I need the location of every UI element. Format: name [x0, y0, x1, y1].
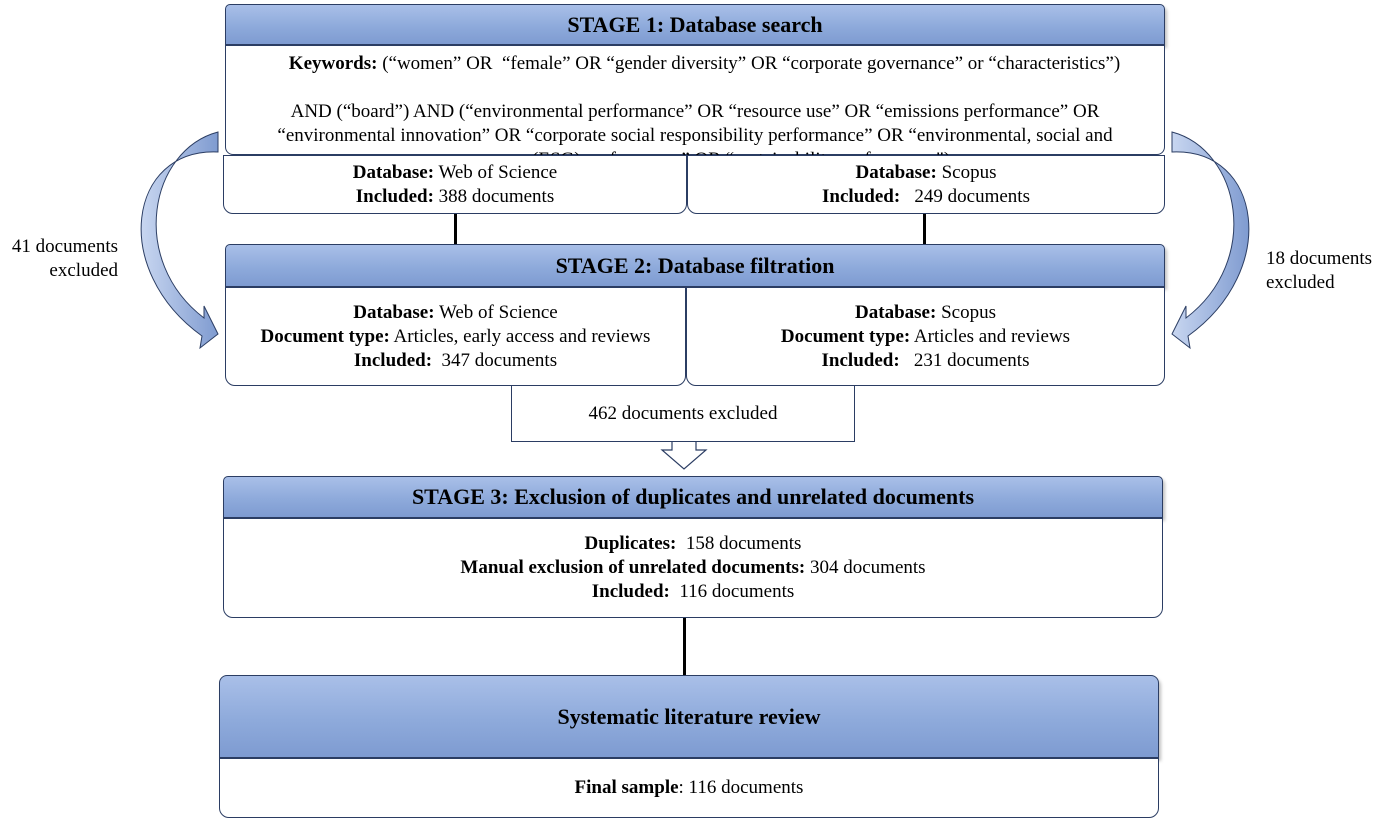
stage3-box: Duplicates: 158 documents Manual exclusi…	[223, 518, 1163, 618]
stage2-scopus-box: Database: Scopus Document type: Articles…	[686, 287, 1165, 386]
stage2-header: STAGE 2: Database filtration	[225, 244, 1165, 287]
middle-excluded-box: 462 documents excluded	[511, 386, 855, 442]
connector-scopus	[923, 214, 926, 244]
connector-wos	[454, 214, 457, 244]
keywords-line-1: Keywords: (“women” OR “female” OR “gende…	[288, 53, 1121, 74]
stage1-title: STAGE 1: Database search	[567, 11, 823, 37]
final-sample-label: Final sample	[574, 777, 679, 798]
keywords-box: Keywords: (“women” OR “female” OR “gende…	[225, 45, 1165, 170]
left-excluded-text: 41 documents excluded	[11, 236, 118, 281]
left-curved-arrow	[140, 131, 219, 350]
stage3-title: STAGE 3: Exclusion of duplicates and unr…	[411, 484, 975, 509]
stage1-wos-box: Database: Web of Science Included: 388 d…	[223, 155, 687, 214]
middle-excluded-text: 462 documents excluded	[588, 402, 778, 424]
stage2-wos-box: Database: Web of Science Document type: …	[225, 287, 686, 386]
stage2-title: STAGE 2: Database filtration	[555, 252, 835, 278]
down-arrow	[660, 442, 708, 470]
keywords-line-2: AND (“board”) AND (“environmental perfor…	[290, 101, 1100, 122]
right-curved-arrow	[1171, 131, 1250, 350]
right-excluded-text: 18 documents excluded	[1266, 248, 1373, 293]
stage1-header: STAGE 1: Database search	[225, 4, 1165, 45]
stage3-header: STAGE 3: Exclusion of duplicates and unr…	[223, 476, 1163, 518]
final-sample-box: Final sample: 116 documents	[219, 758, 1159, 818]
final-title: Systematic literature review	[557, 703, 821, 729]
connector-final	[683, 618, 686, 675]
final-sample-value: : 116 documents	[678, 777, 804, 798]
final-header: Systematic literature review	[219, 675, 1159, 758]
keywords-line-3: “environmental innovation” OR “corporate…	[277, 125, 1113, 146]
keywords-label: Keywords:	[288, 53, 378, 74]
stage1-scopus-box: Database: Scopus Included: 249 documents	[687, 155, 1165, 214]
